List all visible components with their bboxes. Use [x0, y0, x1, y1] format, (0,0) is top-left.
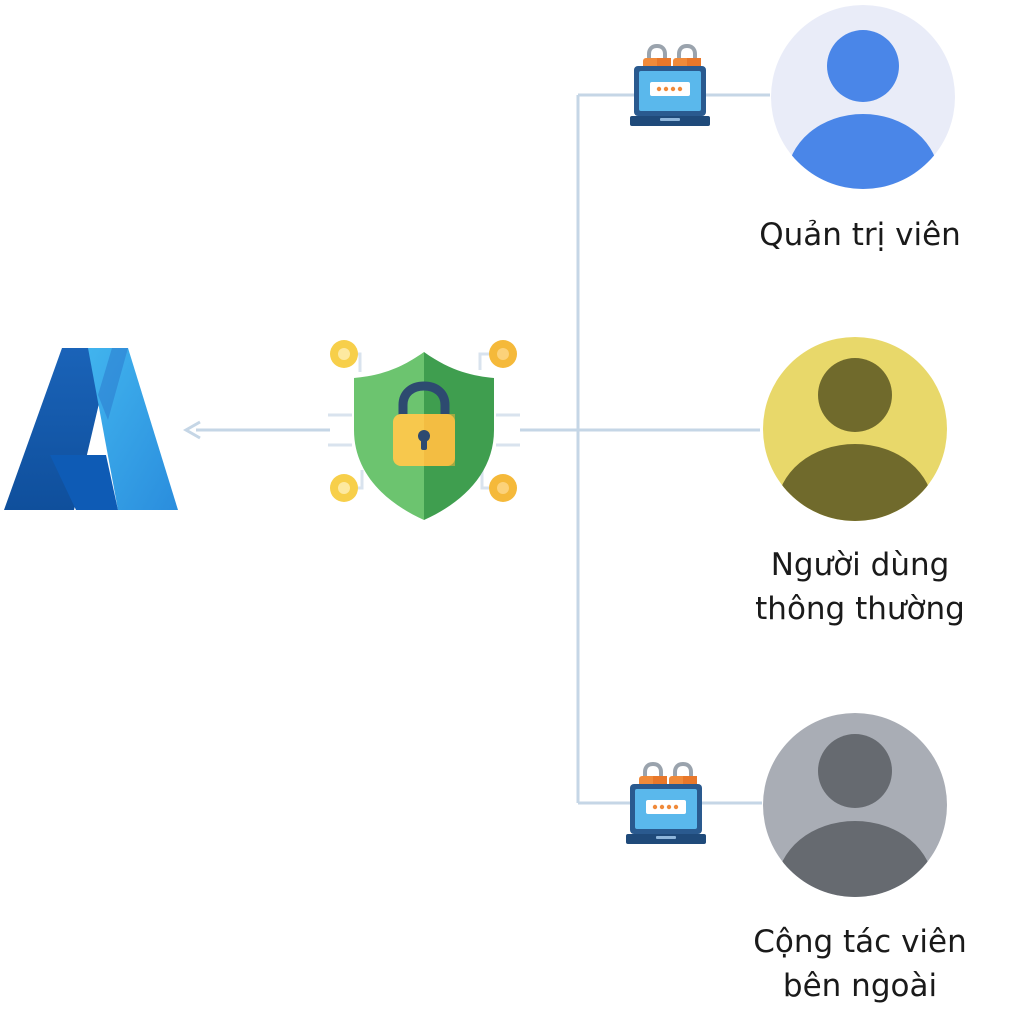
- role-label-admin: Quản trị viên: [700, 213, 1020, 257]
- role-label-external-line2: bên ngoài: [782, 968, 938, 1004]
- arrow-head: [182, 420, 201, 440]
- role-label-admin-line1: Quản trị viên: [759, 217, 961, 253]
- role-label-user: Người dùng thông thường: [700, 543, 1020, 631]
- avatar-user: [763, 337, 947, 521]
- laptop-password-lock-icon: [630, 43, 710, 126]
- avatar-external: [763, 713, 947, 897]
- role-label-user-line1: Người dùng: [770, 547, 950, 583]
- azure-logo: [4, 348, 178, 510]
- laptop-password-lock-icon: [626, 761, 706, 844]
- shield-lock-icon: [328, 340, 520, 520]
- role-label-user-line2: thông thường: [755, 591, 965, 627]
- role-label-external: Cộng tác viên bên ngoài: [700, 920, 1020, 1008]
- avatar-admin: [771, 5, 955, 189]
- role-label-external-line1: Cộng tác viên: [753, 924, 967, 960]
